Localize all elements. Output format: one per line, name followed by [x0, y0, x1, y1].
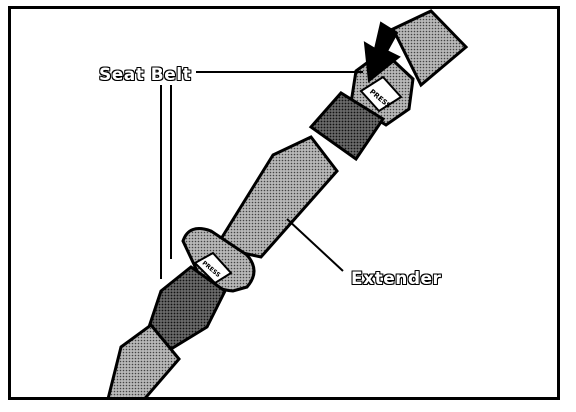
upper-buckle-body: [308, 91, 386, 162]
press-button-top: [359, 75, 403, 113]
diagram-frame: PRESS PRESS Seat Belt Extender: [8, 6, 560, 400]
seat-belt-illustration: PRESS PRESS: [106, 9, 469, 397]
extender-callout-line: [286, 218, 344, 272]
upper-belt-strap: [390, 9, 469, 88]
arrow-down-icon: [363, 21, 401, 83]
lower-belt-strap: [106, 322, 181, 397]
press-button-bottom: [193, 251, 233, 285]
extender-strap: [213, 135, 339, 259]
extender-label: Extender: [351, 269, 442, 289]
seat-belt-label: Seat Belt: [99, 65, 192, 85]
